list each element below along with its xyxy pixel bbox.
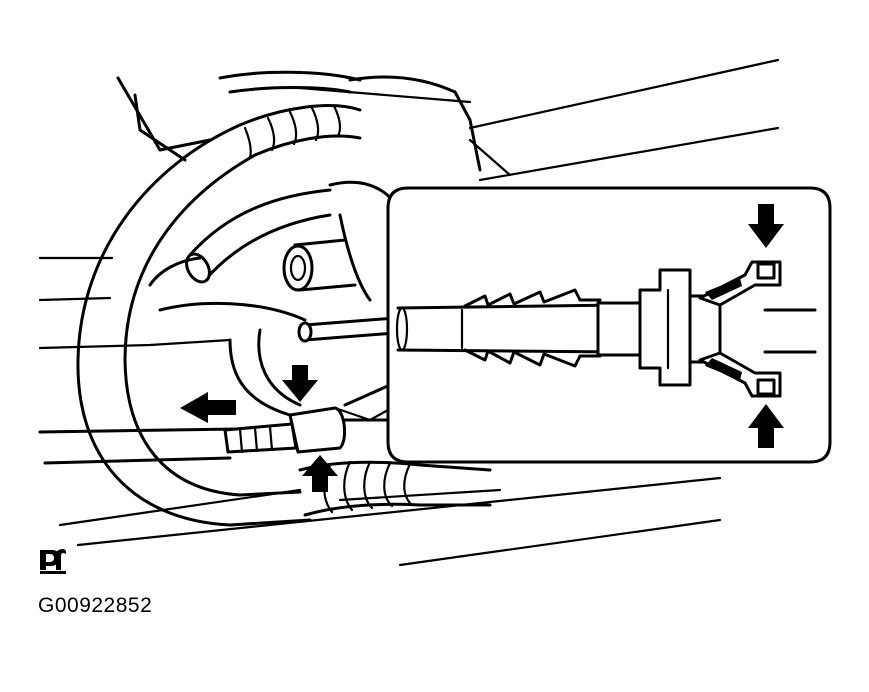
- arrow-up-icon: [302, 455, 338, 492]
- figure-id-label: G00922852: [38, 594, 153, 617]
- arrow-down-icon: [282, 365, 318, 402]
- arrow-left-icon: [180, 392, 236, 423]
- quick-connector-fitting: [223, 406, 390, 454]
- detail-inset: [343, 186, 832, 464]
- main-return-hose: [76, 104, 362, 527]
- small-fuel-pipes: [148, 180, 402, 417]
- inset-arrow-down-icon: [748, 204, 784, 248]
- direction-arrows-main: [180, 365, 338, 492]
- publisher-logo-icon: [40, 549, 66, 574]
- inset-arrow-up-icon: [748, 404, 784, 448]
